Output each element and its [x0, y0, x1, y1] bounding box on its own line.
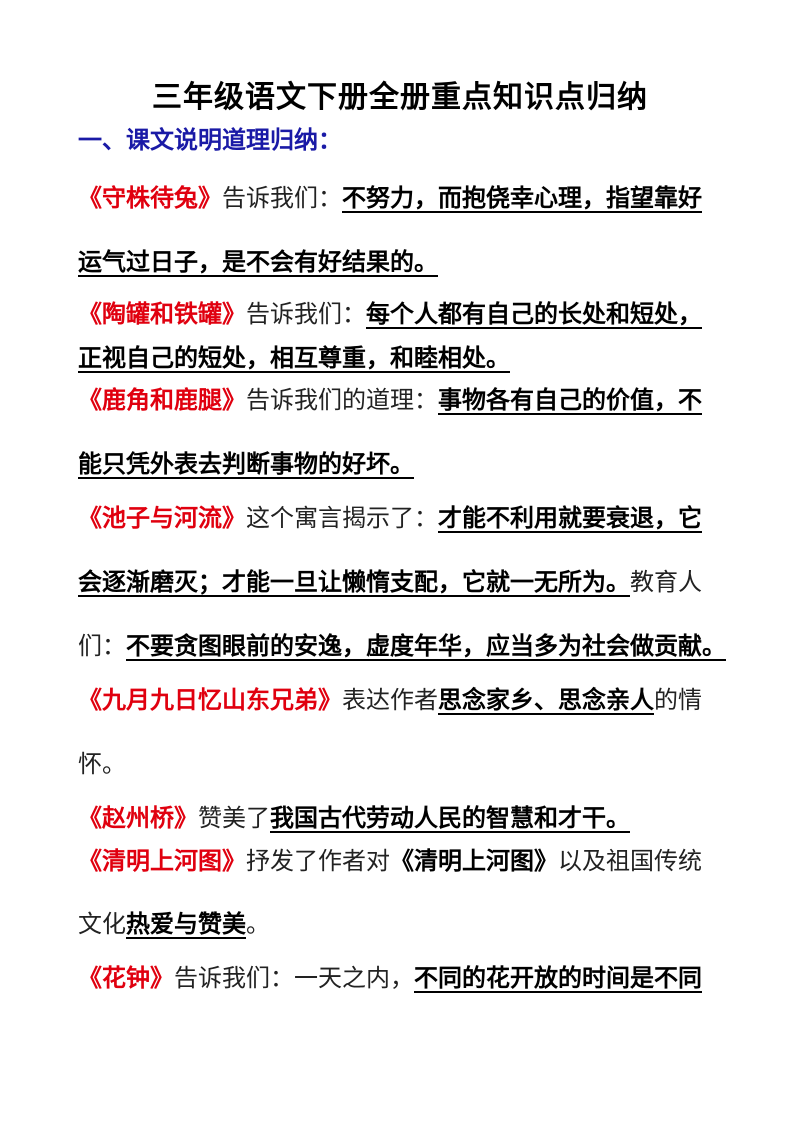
- key-point: 正视自己的短处，相互尊重，和睦相处。: [78, 344, 510, 372]
- section-heading: 一、课文说明道理归纳：: [78, 126, 342, 154]
- key-point: 才能不利用就要衰退，它: [438, 504, 702, 532]
- key-point: 不同的花开放的时间是不同: [414, 964, 702, 992]
- plain-text: 以及祖国传统: [558, 847, 702, 875]
- intro-text: 告诉我们：一天之内，: [174, 964, 414, 992]
- key-point: 会逐渐磨灭；才能一旦让懒惰支配，它就一无所为。: [78, 568, 630, 596]
- key-point: 不努力，而抱侥幸心理，指望靠好: [342, 184, 702, 212]
- plain-text: 文化: [78, 910, 126, 938]
- book-title: 《清明上河图》: [78, 847, 246, 875]
- entry-4-line-2: 会逐渐磨灭；才能一旦让懒惰支配，它就一无所为。教育人: [78, 566, 702, 598]
- intro-text: 抒发了作者对: [246, 847, 390, 875]
- plain-text: 教育人: [630, 568, 702, 596]
- key-point: 运气过日子，是不会有好结果的。: [78, 248, 438, 276]
- entry-2-line-1: 《陶罐和铁罐》告诉我们：每个人都有自己的长处和短处，: [78, 298, 702, 330]
- key-point: 事物各有自己的价值，不: [438, 386, 702, 414]
- entry-6-line-1: 《赵州桥》赞美了我国古代劳动人民的智慧和才干。: [78, 802, 630, 834]
- page-title: 三年级语文下册全册重点知识点归纳: [152, 80, 648, 115]
- intro-text: 这个寓言揭示了：: [246, 504, 438, 532]
- key-point: 不要贪图眼前的安逸，虚度年华，应当多为社会做贡献。: [126, 632, 726, 660]
- entry-1-line-2: 运气过日子，是不会有好结果的。: [78, 246, 438, 278]
- entry-7-line-1: 《清明上河图》抒发了作者对《清明上河图》以及祖国传统: [78, 845, 702, 877]
- intro-text: 告诉我们的道理：: [246, 386, 438, 414]
- entry-5-line-1: 《九月九日忆山东兄弟》表达作者思念家乡、思念亲人的情: [78, 684, 702, 716]
- entry-3-line-1: 《鹿角和鹿腿》告诉我们的道理：事物各有自己的价值，不: [78, 384, 702, 416]
- entry-4-line-1: 《池子与河流》这个寓言揭示了：才能不利用就要衰退，它: [78, 502, 702, 534]
- entry-4-line-3: 们：不要贪图眼前的安逸，虚度年华，应当多为社会做贡献。: [78, 630, 726, 662]
- book-title: 《赵州桥》: [78, 804, 198, 832]
- plain-text: 怀。: [78, 750, 126, 778]
- entry-2-line-2: 正视自己的短处，相互尊重，和睦相处。: [78, 342, 510, 374]
- book-title: 《鹿角和鹿腿》: [78, 386, 246, 414]
- plain-text: 们：: [78, 632, 126, 660]
- entry-8-line-1: 《花钟》告诉我们：一天之内，不同的花开放的时间是不同: [78, 962, 702, 994]
- intro-text: 告诉我们：: [222, 184, 342, 212]
- plain-text: 的情: [654, 686, 702, 714]
- key-point: 我国古代劳动人民的智慧和才干。: [270, 804, 630, 832]
- key-point: 热爱与赞美: [126, 910, 246, 938]
- key-point: 每个人都有自己的长处和短处，: [366, 300, 702, 328]
- book-title: 《守株待兔》: [78, 184, 222, 212]
- book-title-inline: 《清明上河图》: [390, 847, 558, 875]
- plain-text: 。: [246, 910, 270, 938]
- intro-text: 告诉我们：: [246, 300, 366, 328]
- intro-text: 赞美了: [198, 804, 270, 832]
- book-title: 《九月九日忆山东兄弟》: [78, 686, 342, 714]
- key-point: 能只凭外表去判断事物的好坏。: [78, 450, 414, 478]
- entry-1-line-1: 《守株待兔》告诉我们：不努力，而抱侥幸心理，指望靠好: [78, 182, 702, 214]
- intro-text: 表达作者: [342, 686, 438, 714]
- book-title: 《池子与河流》: [78, 504, 246, 532]
- entry-5-line-2: 怀。: [78, 748, 126, 780]
- book-title: 《陶罐和铁罐》: [78, 300, 246, 328]
- book-title: 《花钟》: [78, 964, 174, 992]
- key-point: 思念家乡、思念亲人: [438, 686, 654, 714]
- entry-3-line-2: 能只凭外表去判断事物的好坏。: [78, 448, 414, 480]
- entry-7-line-2: 文化热爱与赞美。: [78, 908, 270, 940]
